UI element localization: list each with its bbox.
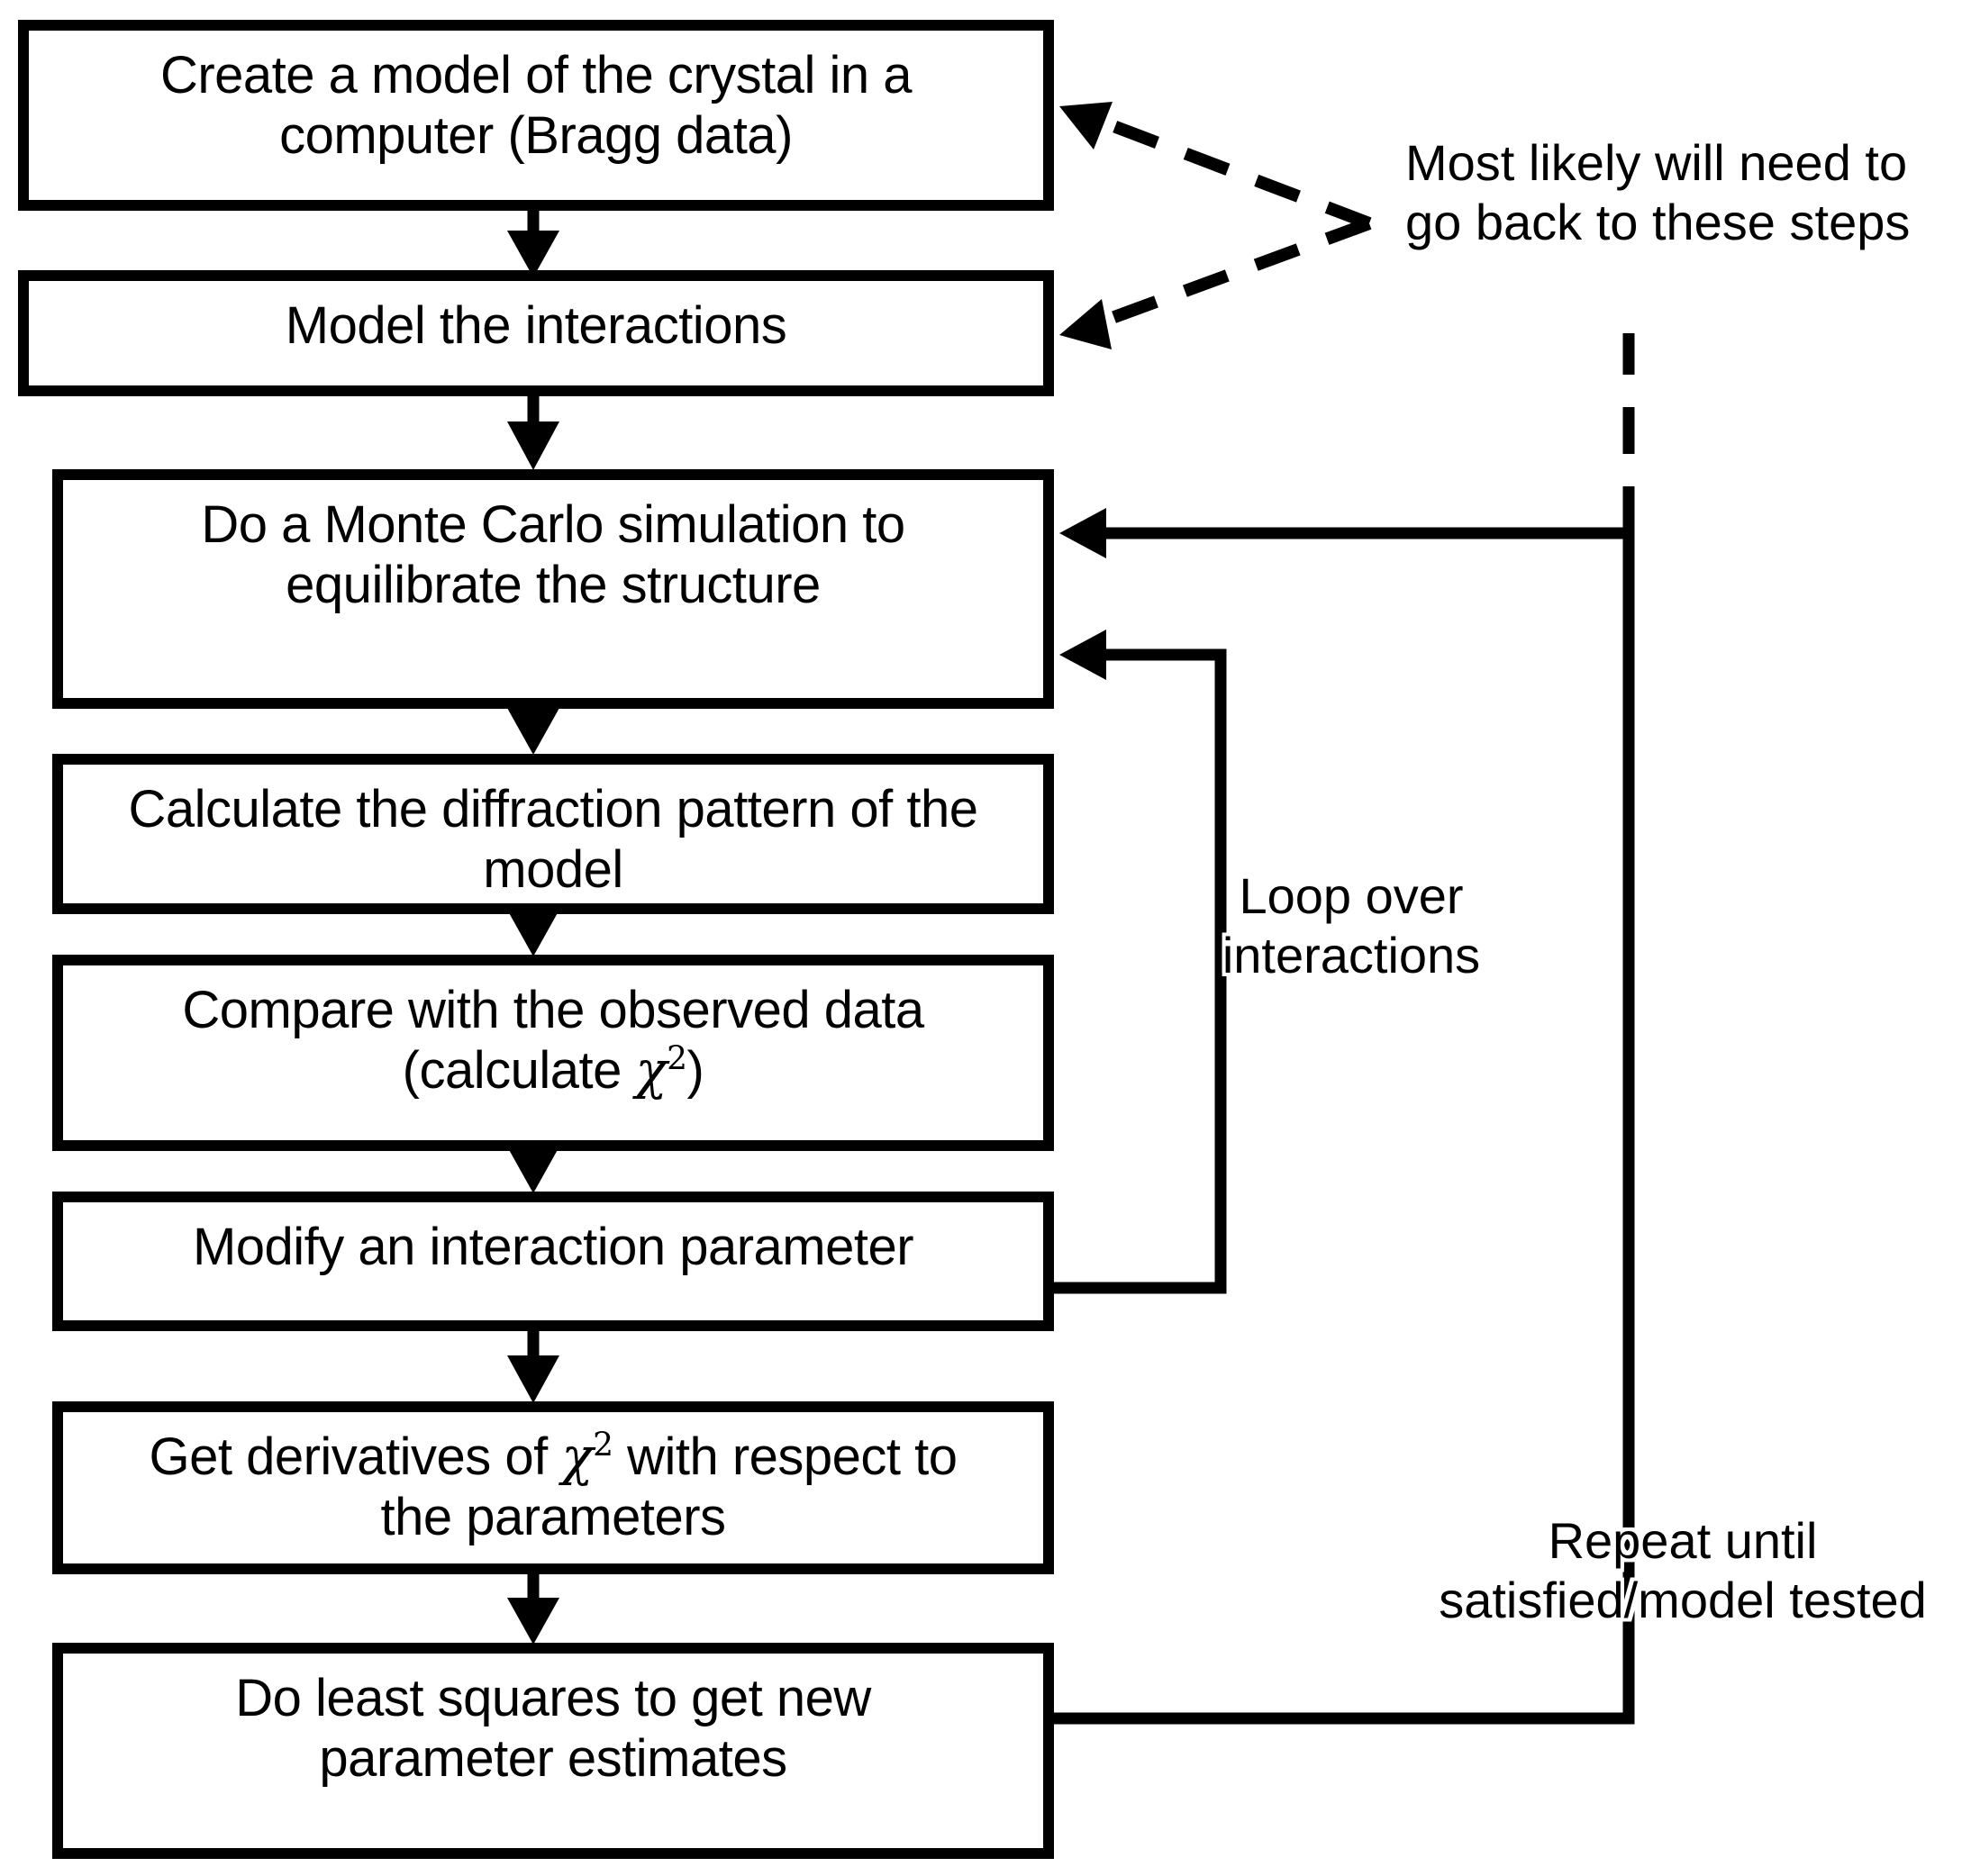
connector-go-back-to-model: [1059, 217, 1372, 349]
connector-go-back-to-create: [1059, 102, 1372, 230]
node-monte-carlo-label: Do a Monte Carlo simulation to equilibra…: [201, 495, 905, 615]
derivatives-label-post: with respect to the parameters: [380, 1427, 958, 1547]
node-model-interactions[interactable]: Model the interactions: [18, 270, 1054, 396]
connector-compare-to-modify: [507, 1146, 559, 1193]
chi-exponent: 2: [667, 1040, 687, 1078]
annotation-repeat-note: Repeat until satisfied/model tested: [1439, 1512, 1927, 1629]
connector-repeat-until-satisfied: [1054, 508, 1635, 1725]
node-monte-carlo[interactable]: Do a Monte Carlo simulation to equilibra…: [52, 469, 1054, 709]
connector-derivatives-to-leastsquares: [507, 1574, 559, 1645]
derivatives-label-pre: Get derivatives of: [149, 1427, 562, 1486]
node-calculate-diffraction[interactable]: Calculate the diffraction pattern of the…: [52, 754, 1054, 914]
node-least-squares[interactable]: Do least squares to get new parameter es…: [52, 1643, 1054, 1859]
compare-label-post: ): [686, 1041, 704, 1101]
connector-montecarlo-to-calculate: [507, 702, 559, 755]
connector-loop-over-interactions: [1054, 630, 1227, 1294]
connector-model-to-montecarlo: [507, 394, 559, 470]
node-compare-observed-label: Compare with the observed data (calculat…: [160, 965, 945, 1101]
node-modify-parameter-label: Modify an interaction parameter: [192, 1218, 914, 1276]
node-create-model-label: Create a model of the crystal in a compu…: [159, 46, 913, 166]
connector-modify-to-derivatives: [507, 1331, 559, 1403]
annotation-loop-note: Loop over interactions: [1222, 867, 1481, 984]
node-get-derivatives[interactable]: Get derivatives of χ2 with respect to th…: [52, 1401, 1054, 1574]
node-modify-parameter[interactable]: Modify an interaction parameter: [52, 1192, 1054, 1331]
chi-symbol: χ: [635, 1039, 668, 1101]
node-get-derivatives-label: Get derivatives of χ2 with respect to th…: [127, 1412, 978, 1548]
chi-symbol: χ: [561, 1426, 594, 1487]
connector-calculate-to-compare: [507, 910, 559, 956]
chi-exponent: 2: [593, 1427, 613, 1464]
compare-label-pre: Compare with the observed data (calculat…: [182, 981, 924, 1101]
annotation-go-back-note: Most likely will need to go back to thes…: [1405, 134, 1911, 251]
node-create-model[interactable]: Create a model of the crystal in a compu…: [18, 20, 1054, 211]
connector-create-to-model: [507, 209, 559, 277]
node-least-squares-label: Do least squares to get new parameter es…: [235, 1669, 871, 1789]
node-calculate-diffraction-label: Calculate the diffraction pattern of the…: [128, 780, 978, 900]
node-compare-observed[interactable]: Compare with the observed data (calculat…: [52, 955, 1054, 1151]
node-model-interactions-label: Model the interactions: [285, 296, 787, 355]
